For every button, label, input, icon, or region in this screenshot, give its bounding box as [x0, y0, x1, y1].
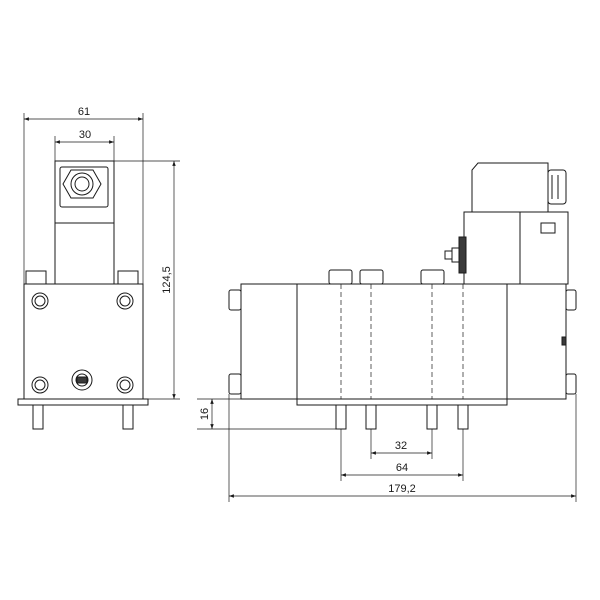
- pin-left: [32, 404, 44, 430]
- nut-outer-ring: [70, 172, 94, 196]
- top-bump: [359, 269, 384, 285]
- end-fitting-bottom-right: [565, 373, 577, 395]
- screw-top-right-icon: [116, 292, 134, 310]
- side-marker: [561, 336, 567, 346]
- knurled-ring: [458, 236, 467, 274]
- dim-pin-length: 16: [199, 408, 211, 420]
- end-fitting-bottom-left: [228, 373, 242, 395]
- stem-tip: [444, 250, 453, 260]
- side-pin-3: [426, 404, 438, 430]
- plug-housing: [471, 162, 549, 213]
- pin-right: [122, 404, 134, 430]
- valve-body-side: [240, 283, 567, 400]
- stem-nut: [451, 247, 460, 263]
- nut-inner-ring: [74, 176, 90, 192]
- right-tab: [117, 270, 139, 285]
- coil-body: [54, 222, 115, 285]
- side-view: 16 32 64 179,2: [197, 162, 577, 502]
- hex-nut-icon: [62, 169, 102, 199]
- base-plate-side: [296, 398, 508, 406]
- connector-housing: [59, 166, 109, 208]
- screw-top-left-icon: [31, 292, 49, 310]
- front-view: 61 30 124,5: [17, 106, 180, 430]
- dim-pin-pitch-large: 64: [396, 462, 408, 474]
- dim-total-height: 124,5: [161, 266, 173, 294]
- left-tab: [25, 270, 47, 285]
- side-pin-4: [457, 404, 469, 430]
- dim-pin-pitch-small: 32: [395, 440, 407, 452]
- coil-clip: [540, 222, 556, 234]
- dim-total-length: 179,2: [388, 483, 416, 495]
- top-bump: [328, 269, 353, 285]
- dim-front-width: 61: [78, 106, 90, 118]
- center-port-icon: [71, 369, 93, 391]
- top-bump: [420, 269, 445, 285]
- end-fitting-top-left: [228, 289, 242, 311]
- screw-bottom-right-icon: [116, 376, 134, 394]
- side-pin-1: [335, 404, 347, 430]
- side-pin-2: [365, 404, 377, 430]
- cable-gland: [547, 169, 567, 205]
- dim-coil-width: 30: [79, 129, 91, 141]
- screw-bottom-left-icon: [31, 376, 49, 394]
- end-fitting-top-right: [565, 289, 577, 311]
- base-plate-front: [17, 398, 149, 406]
